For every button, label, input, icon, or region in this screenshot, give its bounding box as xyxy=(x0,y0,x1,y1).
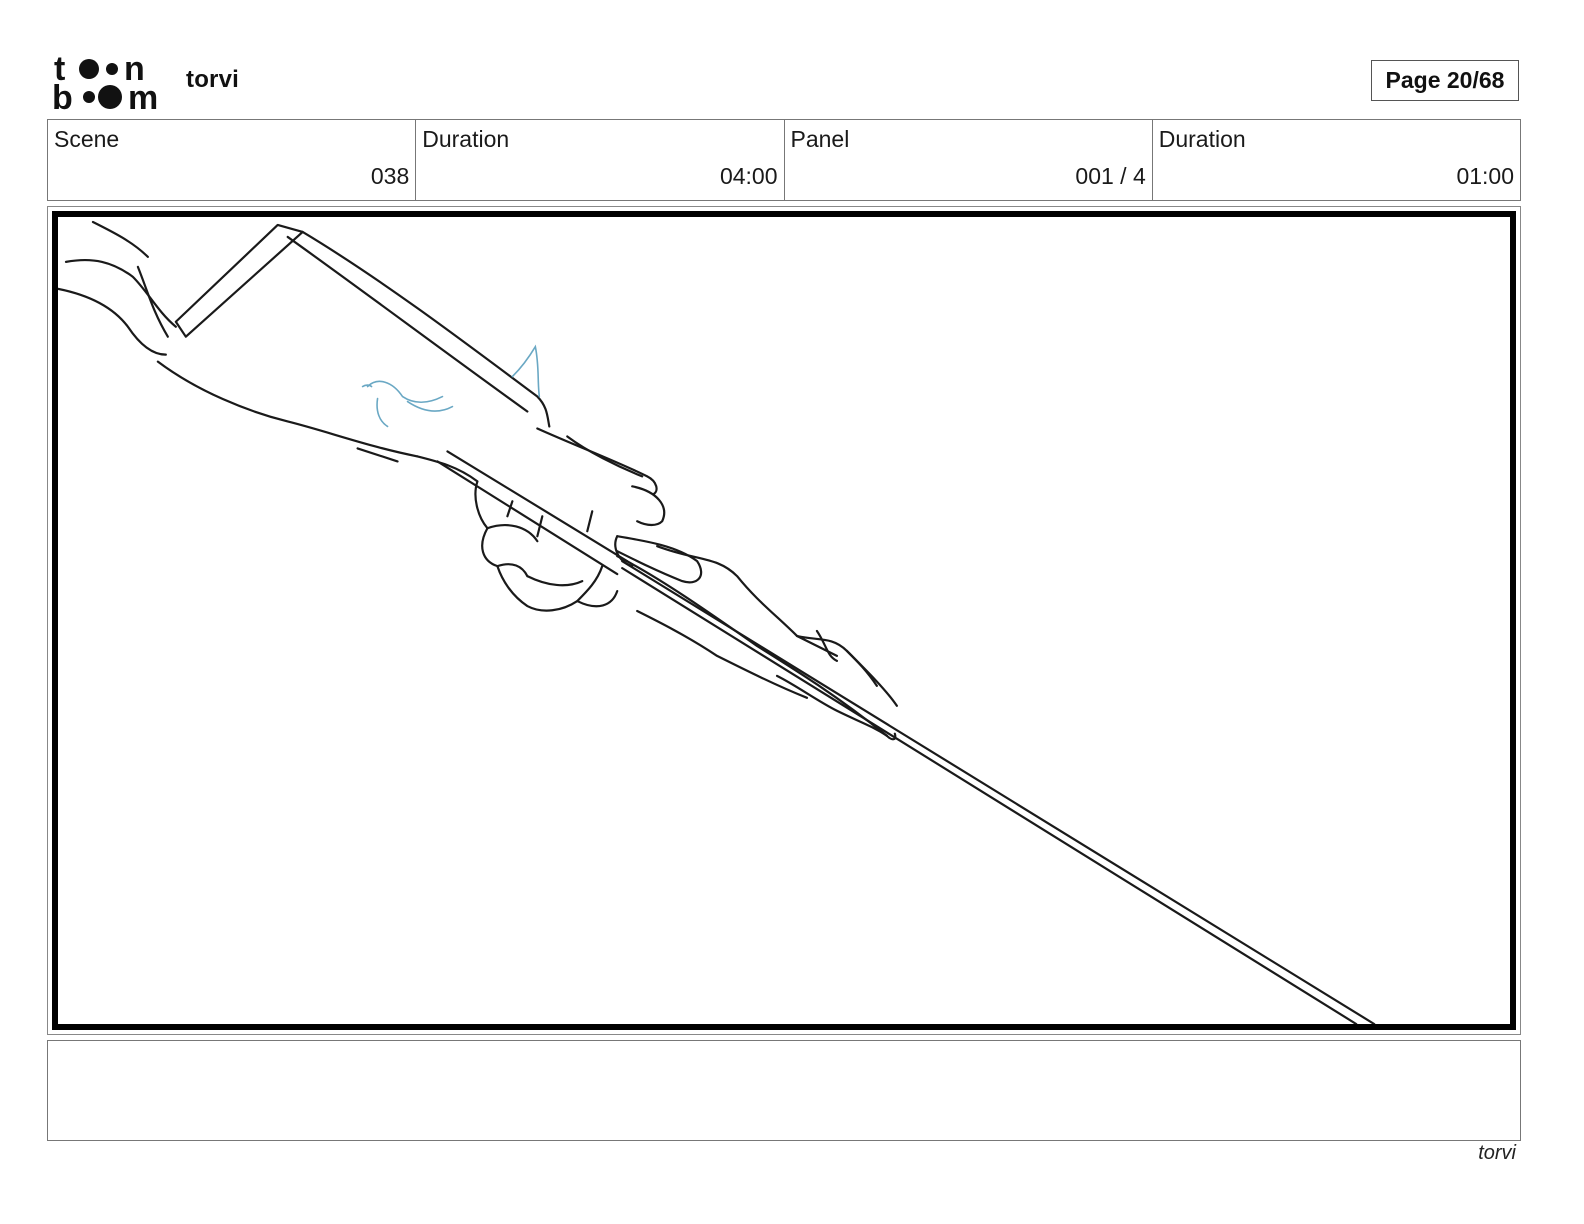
svg-text:b: b xyxy=(52,79,73,112)
panel-notes-box xyxy=(47,1040,1521,1141)
svg-text:n: n xyxy=(124,52,145,88)
storyboard-panel-frame xyxy=(47,206,1521,1035)
storyboard-panel-image xyxy=(52,211,1516,1030)
scene-duration-value: 04:00 xyxy=(719,163,778,189)
panel-number: 001 / 4 xyxy=(1075,163,1146,189)
scene-duration-cell: Duration 04:00 xyxy=(416,120,785,200)
scene-duration-label: Duration xyxy=(422,126,510,152)
scene-cell: Scene 038 xyxy=(48,120,417,200)
panel-duration-value: 01:00 xyxy=(1456,163,1514,189)
svg-text:m: m xyxy=(128,79,158,112)
project-title: torvi xyxy=(186,66,240,93)
page-indicator: Page 20/68 xyxy=(1371,60,1519,101)
panel-duration-cell: Duration 01:00 xyxy=(1153,120,1520,200)
scene-label: Scene xyxy=(54,126,120,152)
panel-cell: Panel 001 / 4 xyxy=(785,120,1153,200)
panel-duration-label: Duration xyxy=(1158,126,1246,152)
footer-project-name: torvi xyxy=(1478,1142,1516,1164)
spear-hand-sketch xyxy=(58,220,1376,1024)
panel-label: Panel xyxy=(790,126,850,152)
scene-number: 038 xyxy=(370,163,410,189)
svg-text:t: t xyxy=(54,52,65,88)
toon-boom-logo: t n b m xyxy=(52,50,164,117)
panel-info-table: Scene 038 Duration 04:00 Panel 001 / 4 D… xyxy=(47,119,1521,201)
